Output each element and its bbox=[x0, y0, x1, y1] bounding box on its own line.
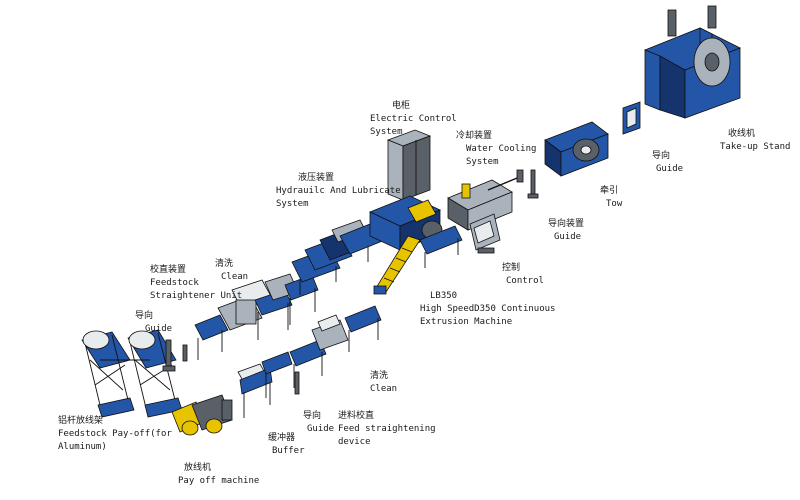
label-zh: 导向 bbox=[652, 151, 671, 161]
label-zh: 进料校直 bbox=[338, 411, 375, 421]
label-en: Take-up Stand bbox=[720, 142, 791, 152]
label-straightener: 校直装置 Feedstock Straightener Unit bbox=[150, 264, 242, 303]
label-control: 控制 Control bbox=[502, 262, 544, 288]
label-guide-1: 导向 Guide bbox=[135, 310, 172, 336]
label-en: Guide bbox=[554, 232, 582, 242]
label-en: System bbox=[466, 157, 499, 167]
payoff-machine-icon bbox=[171, 394, 233, 436]
label-hydraulic: 液压装置 Hydrauilc And Lubricate System bbox=[276, 172, 401, 211]
label-guide-3: 导向 Guide bbox=[303, 410, 334, 436]
straightener-and-clean-line-icon bbox=[194, 273, 319, 360]
control-panel-icon bbox=[469, 213, 501, 254]
label-clean-2: 清洗 Clean bbox=[370, 370, 397, 396]
label-zh: 冷却装置 bbox=[456, 131, 493, 141]
label-feedstock-payoff: 铝杆放线架 Feedstock Pay-off(for Aluminum) bbox=[58, 415, 172, 454]
label-takeup-stand: 收线机 Take-up Stand bbox=[720, 128, 790, 154]
extrusion-machine-icon bbox=[368, 195, 463, 295]
label-en: Feedstock bbox=[150, 278, 199, 288]
label-model: LB350 bbox=[430, 291, 458, 301]
label-en: Straightener Unit bbox=[150, 291, 243, 301]
guide-post-icon-1 bbox=[162, 339, 188, 372]
label-zh: 校直装置 bbox=[150, 265, 187, 275]
lower-feed-line-icon bbox=[237, 305, 382, 418]
tow-capstan-icon bbox=[544, 121, 609, 177]
label-en: Buffer bbox=[272, 446, 305, 456]
label-water-cooling: 冷却装置 Water Cooling System bbox=[456, 130, 536, 169]
label-zh: 液压装置 bbox=[298, 173, 335, 183]
label-en: Aluminum) bbox=[58, 442, 107, 452]
label-en: Electric Control bbox=[370, 114, 457, 124]
label-zh: 清洗 bbox=[215, 259, 234, 269]
label-zh: 导向 bbox=[303, 411, 322, 421]
label-zh: 导向 bbox=[135, 311, 154, 321]
electric-cabinet-icon bbox=[386, 129, 432, 201]
guide-post-icon-2 bbox=[527, 169, 539, 199]
label-en: Guide bbox=[307, 424, 335, 434]
label-guide-2: 导向 Guide bbox=[652, 150, 683, 176]
label-clean-1: 清洗 Clean bbox=[215, 258, 248, 284]
label-en: Feed straightening bbox=[338, 424, 436, 434]
label-zh: 缓冲器 bbox=[268, 433, 296, 443]
label-zh: 控制 bbox=[502, 263, 521, 273]
label-electric-control: 电柜 Electric Control System bbox=[370, 100, 457, 139]
label-guide-device: 导向装置 Guide bbox=[548, 218, 584, 244]
label-en: System bbox=[370, 127, 403, 137]
label-extrusion-machine: LB350 High SpeedD350 Continuous Extrusio… bbox=[420, 290, 555, 329]
label-en: Feedstock Pay-off(for bbox=[58, 429, 172, 439]
label-zh: 电柜 bbox=[392, 101, 411, 111]
label-en: Clean bbox=[370, 384, 398, 394]
takeup-stand-icon bbox=[644, 5, 741, 119]
label-en: Water Cooling bbox=[466, 144, 537, 154]
label-en: System bbox=[276, 199, 309, 209]
label-en: Extrusion Machine bbox=[420, 317, 513, 327]
label-en: Clean bbox=[221, 272, 249, 282]
label-en: Guide bbox=[145, 324, 173, 334]
label-zh: 收线机 bbox=[728, 129, 756, 139]
guide-frame-icon-3 bbox=[622, 101, 641, 135]
label-en: Guide bbox=[656, 164, 684, 174]
label-en: Tow bbox=[606, 199, 623, 209]
aluminum-payoff-stand-icon bbox=[81, 329, 183, 418]
label-zh: 牵引 bbox=[600, 186, 619, 196]
label-tow: 牵引 Tow bbox=[600, 185, 622, 211]
label-en: Pay off machine bbox=[178, 476, 260, 486]
label-en: High SpeedD350 Continuous bbox=[420, 304, 556, 314]
label-feed-straightening: 进料校直 Feed straightening device bbox=[338, 410, 436, 449]
label-payoff-machine: 放线机 Pay off machine bbox=[178, 462, 259, 488]
label-zh: 放线机 bbox=[184, 463, 212, 473]
label-en: device bbox=[338, 437, 371, 447]
label-zh: 清洗 bbox=[370, 371, 389, 381]
label-en: Hydrauilc And Lubricate bbox=[276, 186, 401, 196]
label-en: Control bbox=[506, 276, 544, 286]
label-buffer: 缓冲器 Buffer bbox=[268, 432, 305, 458]
label-zh: 铝杆放线架 bbox=[58, 416, 104, 426]
label-zh: 导向装置 bbox=[548, 219, 585, 229]
